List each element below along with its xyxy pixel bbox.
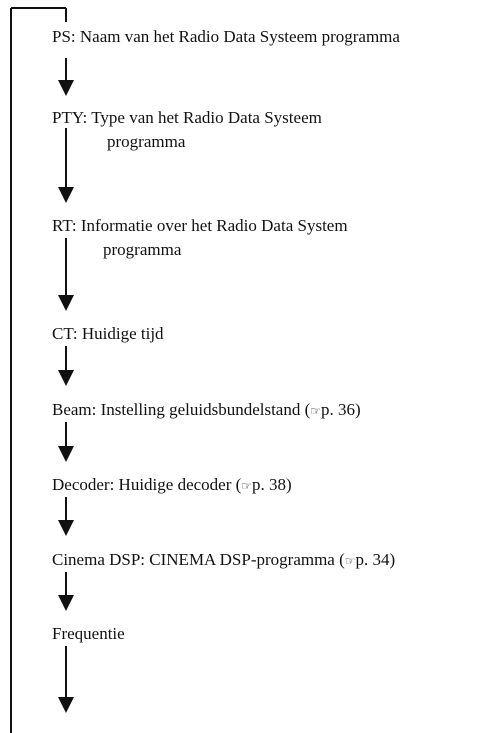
- step-cinema-dsp: Cinema DSP: CINEMA DSP-programma (☞p. 34…: [52, 548, 395, 573]
- step-beam-text: Beam: Instelling geluidsbundelstand (: [52, 400, 311, 419]
- step-rt-continuation: programma: [103, 240, 182, 259]
- flow-arrow: [58, 128, 74, 203]
- step-cinema-dsp-ref: p. 34): [355, 550, 396, 569]
- step-beam: Beam: Instelling geluidsbundelstand (☞p.…: [52, 398, 361, 423]
- step-decoder-text: Decoder: Huidige decoder (: [52, 475, 242, 494]
- hand-pointing-icon: ☞: [310, 404, 322, 418]
- step-decoder: Decoder: Huidige decoder (☞p. 38): [52, 473, 292, 498]
- step-rt: RT: Informatie over het Radio Data Syste…: [52, 214, 348, 262]
- step-rt-text: RT: Informatie over het Radio Data Syste…: [52, 216, 348, 235]
- step-ps-text: PS: Naam van het Radio Data Systeem prog…: [52, 27, 400, 46]
- flow-arrow: [58, 238, 74, 311]
- step-frequentie-text: Frequentie: [52, 624, 125, 643]
- step-ct: CT: Huidige tijd: [52, 322, 164, 346]
- hand-pointing-icon: ☞: [241, 479, 253, 493]
- flow-arrow: [58, 646, 74, 713]
- flow-arrow: [58, 422, 74, 462]
- flow-arrow: [58, 572, 74, 611]
- loop-back-line: [10, 7, 67, 733]
- hand-pointing-icon: ☞: [344, 554, 356, 568]
- step-ps: PS: Naam van het Radio Data Systeem prog…: [52, 25, 400, 49]
- step-frequentie: Frequentie: [52, 622, 125, 646]
- flow-arrow: [58, 58, 74, 96]
- step-pty: PTY: Type van het Radio Data Systeem pro…: [52, 106, 322, 154]
- step-pty-continuation: programma: [107, 132, 186, 151]
- step-decoder-ref: p. 38): [252, 475, 292, 494]
- flow-arrow: [58, 346, 74, 386]
- flow-arrow: [58, 497, 74, 536]
- step-pty-text: PTY: Type van het Radio Data Systeem: [52, 108, 322, 127]
- step-ct-text: CT: Huidige tijd: [52, 324, 164, 343]
- step-beam-ref: p. 36): [321, 400, 361, 419]
- step-cinema-dsp-text: Cinema DSP: CINEMA DSP-programma (: [52, 550, 345, 569]
